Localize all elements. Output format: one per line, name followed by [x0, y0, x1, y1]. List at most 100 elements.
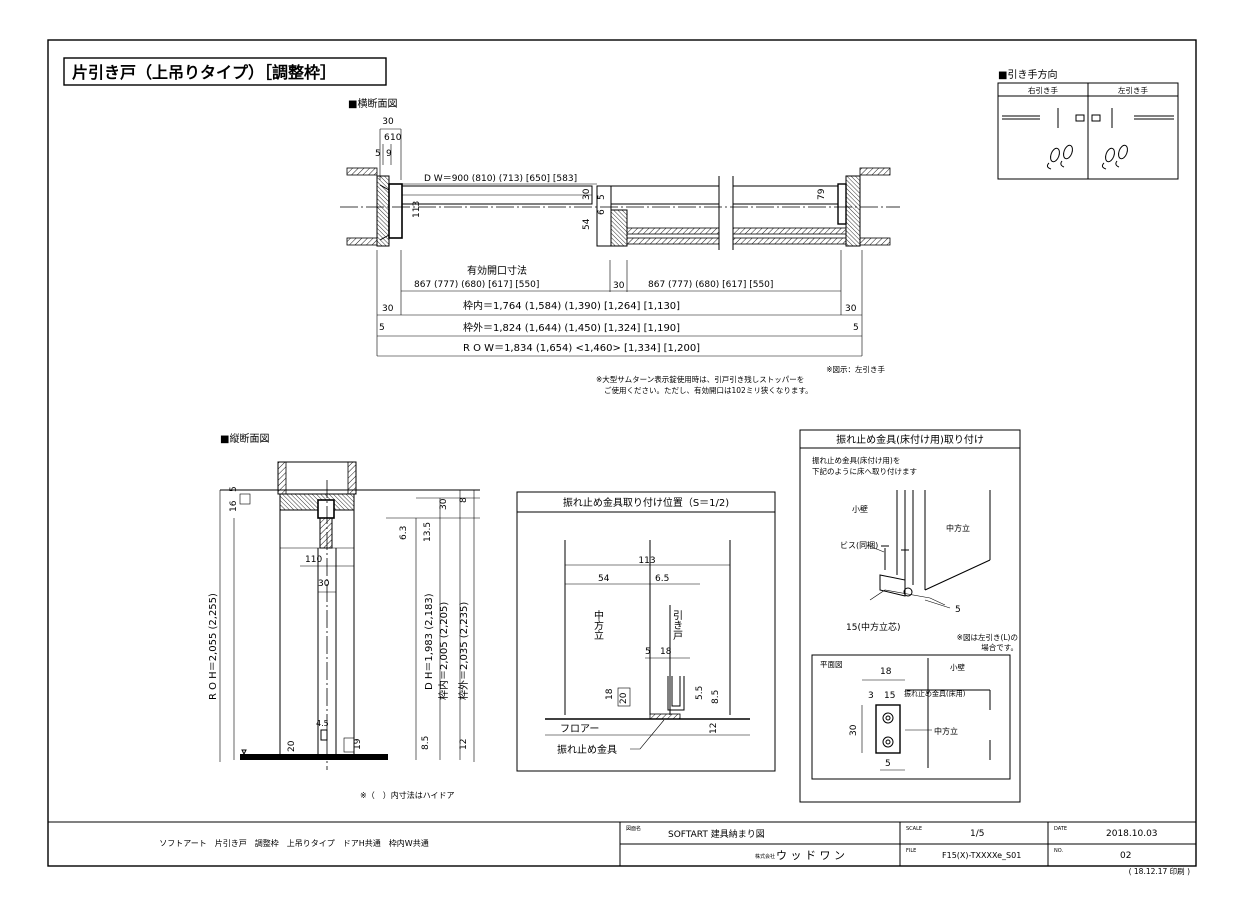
right-handle-label: 右引き手: [1028, 85, 1058, 95]
plan-stopper-label: 振れ止め金具(床用): [904, 689, 966, 698]
dim-label: 6.3: [399, 526, 409, 540]
print-date: ( 18.12.17 印刷 ): [1129, 867, 1190, 876]
frame-inner-height: 枠内＝2,005 (2,205): [437, 602, 450, 700]
dim-label: 3: [868, 691, 874, 701]
date-value: 2018.10.03: [1106, 829, 1158, 839]
dim-label: 中方立: [934, 726, 958, 736]
dim-label: 5: [379, 323, 385, 333]
dim-label: 5.5: [695, 686, 705, 700]
dw-dimension: D W＝900 (810) (713) [650] [583]: [424, 174, 577, 184]
dim-label: 10: [390, 133, 402, 143]
company-prefix: 株式会社: [755, 853, 775, 860]
dim-label: 6: [384, 133, 390, 143]
dim-label: 18: [880, 667, 892, 677]
dim-label: 20: [287, 740, 297, 752]
title-block: ソフトアート 片引き戸 調整枠 上吊りタイプ ドアH共通 枠内W共通 図面名 S…: [48, 821, 1196, 876]
dim-label: 30: [382, 304, 394, 314]
opening-title: 有効開口寸法: [467, 264, 527, 277]
vertical-section-heading: ■縦断面図: [220, 432, 269, 445]
handle-direction-heading: ■引き手方向: [998, 68, 1057, 81]
dim-label: 5: [885, 759, 891, 769]
install-desc-1: 振れ止め金具(床付け用)を: [812, 455, 900, 465]
high-door-note: ※（ ）内寸法はハイドア: [360, 790, 455, 800]
dim-label: 12: [459, 739, 469, 750]
dim-label: 20: [619, 692, 629, 704]
sheet-description: ソフトアート 片引き戸 調整枠 上吊りタイプ ドアH共通 枠内W共通: [159, 838, 428, 848]
sliding-door-label: 引き戸: [671, 610, 683, 641]
row-dimension: R O W＝1,834 (1,654) <1,460> [1,334] [1,2…: [463, 343, 700, 354]
sheet-border: [47, 39, 1197, 867]
dim-label: 小壁: [950, 662, 965, 672]
left-pull-note-2: 場合です。: [981, 642, 1018, 652]
dim-label: 5: [645, 647, 651, 657]
left-pull-note: ※図は左引き(L)の: [957, 632, 1018, 642]
dim-label: 16: [229, 500, 239, 512]
dim-label: 19: [353, 738, 363, 750]
vertical-section: ■縦断面図 110 30 16 5 30 8 6.3 13.5: [208, 432, 480, 800]
dim-label: 30: [318, 579, 330, 589]
dim-label: 8.5: [711, 690, 721, 704]
stopper-position-title: 振れ止め金具取り付け位置（S＝1/2): [563, 496, 729, 509]
title-box: 片引き戸（上吊りタイプ）［調整枠］: [63, 57, 387, 86]
number-label: NO.: [1054, 848, 1063, 854]
file-value: F15(X)-TXXXXe_S01: [942, 851, 1021, 860]
file-label: FILE: [906, 848, 916, 854]
dim-label: 8.5: [421, 736, 431, 750]
dim-label: 4.5: [316, 719, 329, 728]
dim-label: 5: [853, 323, 859, 333]
dim-label: 6.5: [655, 574, 669, 584]
dh-dimension: D H＝1,983 (2,183): [424, 593, 435, 690]
scale-value: 1/5: [970, 829, 984, 839]
dim-label: 30: [439, 498, 449, 510]
dim-label: 867 (777) (680) [617] [550]: [648, 280, 773, 290]
small-wall-label: 小壁: [852, 504, 868, 514]
dim-label: 110: [305, 555, 322, 565]
screw-label: ビス(同梱): [840, 540, 878, 550]
dim-label: 30: [849, 724, 859, 736]
center-post-label: 中方立: [592, 609, 604, 640]
dim-label: 54: [598, 574, 610, 584]
dim-label: 9: [386, 149, 392, 159]
footprint-icon: [1101, 144, 1128, 170]
scale-label: SCALE: [906, 826, 922, 832]
footprint-icon: [1046, 144, 1073, 170]
number-value: 02: [1120, 851, 1131, 861]
center-post-label: 中方立: [946, 523, 970, 533]
dim-label: 30: [582, 188, 592, 200]
stopper-label: 振れ止め金具: [557, 743, 617, 756]
install-desc-2: 下記のように床へ取り付けます: [812, 466, 917, 476]
roh-dimension: R O H＝2,055 (2,255): [208, 593, 219, 700]
note-thumbturn: ※大型サムターン表示錠使用時は、引戸引き残しストッパーを: [596, 374, 804, 384]
dim-label: 5: [375, 149, 381, 159]
dim-label: 30: [382, 117, 394, 127]
dim-label: 30: [613, 281, 625, 291]
stopper-install-title: 振れ止め金具(床付け用)取り付け: [836, 433, 984, 446]
dim-label: 12: [709, 723, 719, 734]
plan-view-label: 平面図: [820, 660, 843, 669]
note-left-handle: ※図示：左引き手: [826, 364, 885, 374]
dim-label: 6: [597, 209, 607, 215]
note-opening: ご使用ください。ただし、有効開口は102ミリ狭くなります。: [604, 385, 813, 395]
handle-direction-panel: ■引き手方向 右引き手 左引き手: [997, 68, 1179, 180]
dim-label: 5: [955, 605, 961, 615]
dim-label: 867 (777) (680) [617] [550]: [414, 280, 539, 290]
center-15-label: 15(中方立芯): [846, 621, 900, 633]
dim-label: 18: [605, 688, 615, 700]
dim-label: 18: [660, 647, 672, 657]
dim-label: 79: [817, 188, 827, 200]
dim-label: 15: [884, 691, 895, 701]
horizontal-section: ■横断面図 30 6 10 5 9: [340, 97, 900, 395]
dim-label: 5: [597, 194, 607, 200]
dim-label: 13.5: [423, 522, 433, 542]
dim-label: 30: [845, 304, 857, 314]
dim-label: 8: [459, 497, 469, 503]
dim-label: 113: [412, 201, 422, 218]
left-handle-label: 左引き手: [1118, 85, 1148, 95]
stopper-install-detail: 振れ止め金具(床付け用)取り付け 振れ止め金具(床付け用)を 下記のように床へ取…: [799, 429, 1021, 803]
stopper-position-detail: 振れ止め金具取り付け位置（S＝1/2) 113 54 6.5 中方立 引き戸 5…: [516, 491, 776, 772]
floor-label: フロアー: [560, 724, 599, 735]
dim-label: 54: [582, 218, 592, 230]
dim-label: 113: [638, 556, 655, 566]
horizontal-section-heading: ■横断面図: [348, 97, 397, 110]
